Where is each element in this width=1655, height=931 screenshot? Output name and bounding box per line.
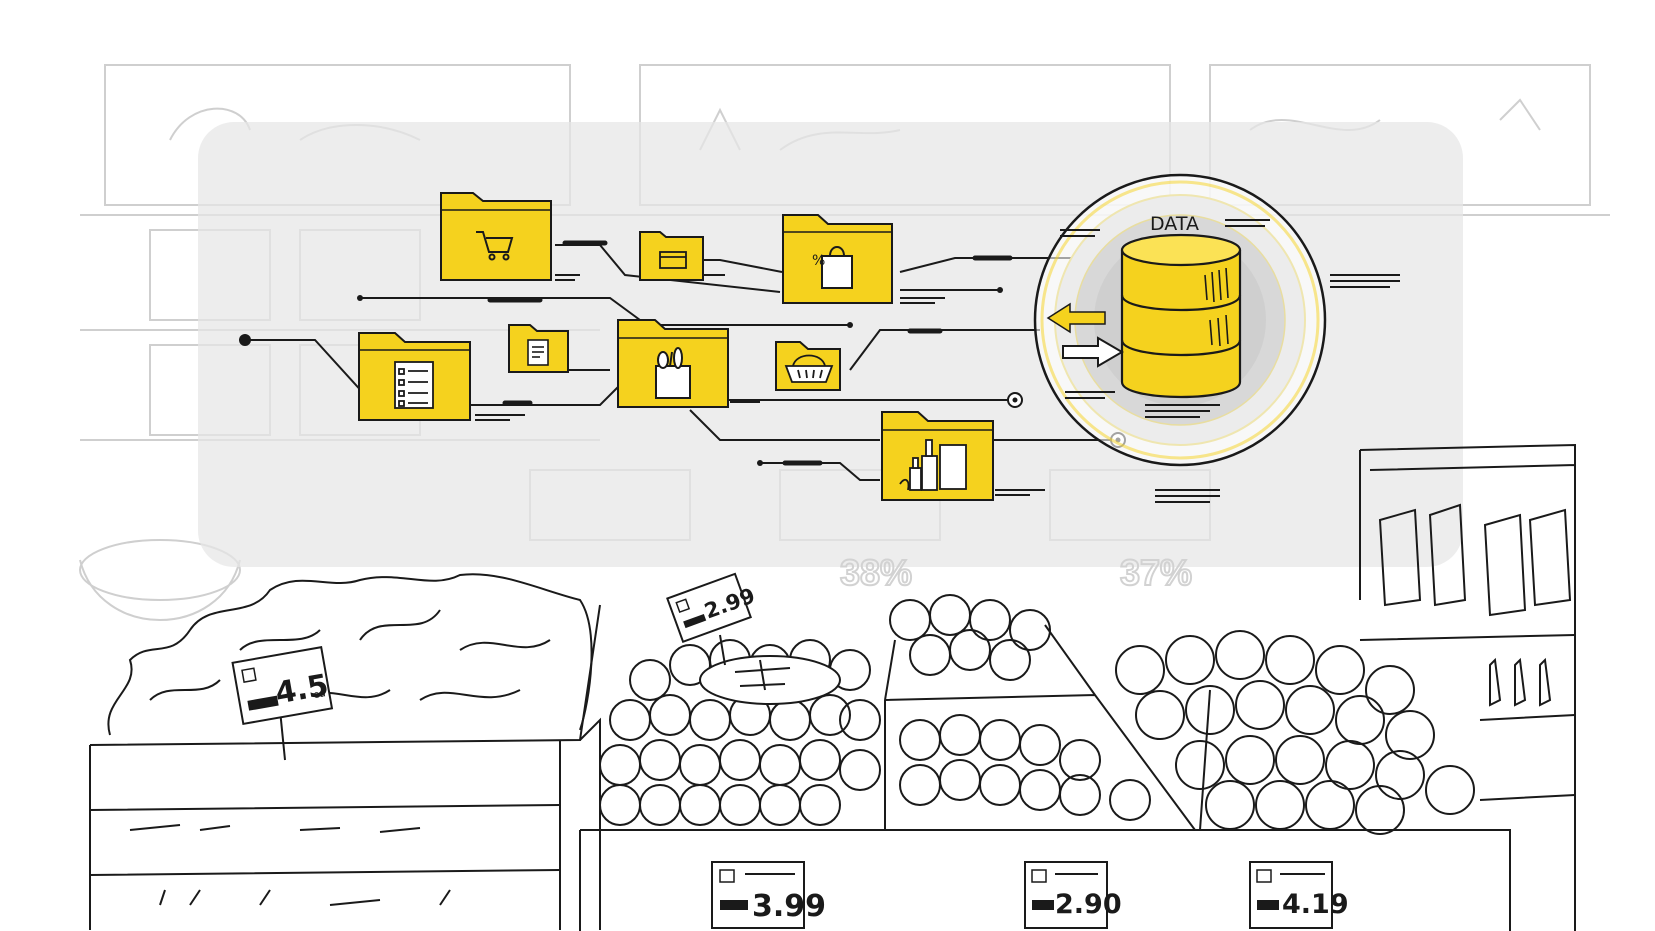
folder-credit-card [639,231,704,281]
checklist-icon [394,361,434,409]
folder-grocery-bag [617,319,729,408]
folder-checklist [358,332,471,421]
database-icon [1120,233,1242,399]
price-tag-apples: 3.99 [711,861,826,929]
percent-label-left: 38% [840,552,912,593]
folder-shopping-bag: % [782,214,893,304]
price-tag-oranges-price: 4.19 [1282,889,1349,920]
shopping-cart-icon [476,231,514,261]
basket-icon [784,354,834,383]
price-tag-lettuce-unit: ea [313,688,327,701]
database-label-dashes [1060,219,1270,418]
price-tag-apples-price: 3.99 [752,889,826,924]
folder-basket [775,341,841,391]
connector-thick-segments [487,240,1013,466]
price-tag-tomatoes: 2.90 [1024,861,1122,929]
arrow-left-icon [1046,302,1106,334]
price-tag-potatoes: 2.99 [666,572,758,666]
produce-section [89,443,1576,931]
credit-card-icon [659,251,687,269]
folder-receipt [508,324,569,373]
receipt-icon [527,339,549,366]
grocery-bag-icon [655,347,691,399]
bottles-icon [899,439,967,491]
shopping-bag-icon: % [812,246,853,289]
price-tag-oranges: 4.19 [1249,861,1349,929]
arrow-right-icon [1062,336,1124,368]
label-dashes [475,274,1400,503]
svg-text:%: % [812,253,825,269]
price-tag-tomatoes-price: 2.90 [1055,889,1122,920]
folder-shopping-cart [440,192,552,281]
folder-bottles [881,411,994,501]
database-label: DATA [1150,213,1199,235]
price-tag-lettuce: 4.5 ea [231,646,334,761]
percent-label-right: 37% [1120,552,1192,593]
